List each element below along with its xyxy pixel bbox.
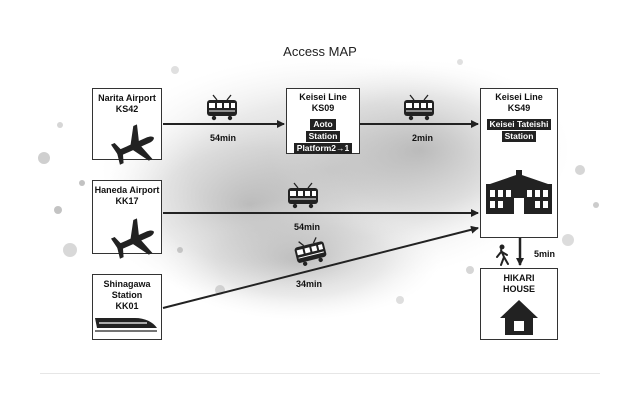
node-name: Haneda Airport xyxy=(94,185,160,195)
arrow-shinagawa-to-tateishi xyxy=(162,225,479,309)
platform-highlight: Platform2→1 xyxy=(293,143,353,154)
time-narita-aoto: 54min xyxy=(210,133,237,143)
node-hikari-house: HIKARI HOUSE xyxy=(480,268,558,340)
destination-name: HOUSE xyxy=(502,284,535,294)
diagram-title: Access MAP xyxy=(283,44,357,59)
destination-name: HIKARI xyxy=(503,273,535,283)
divider xyxy=(40,373,600,374)
node-shinagawa-station: Shinagawa Station KK01 xyxy=(92,274,162,340)
time-haneda-tateishi: 54min xyxy=(294,222,321,232)
node-name: Narita Airport xyxy=(98,93,156,103)
time-aoto-tateishi: 2min xyxy=(412,133,434,143)
node-aoto-station: Keisei Line KS09 Aoto Station Platform2→… xyxy=(286,88,360,154)
node-code: KS49 xyxy=(507,103,531,113)
line-name: Keisei Line xyxy=(299,92,347,102)
node-code: KS09 xyxy=(311,103,335,113)
station-name-highlight: Keisei Tateishi xyxy=(486,119,552,130)
station-name-highlight: Station xyxy=(305,131,341,142)
walking-person-icon xyxy=(496,244,509,266)
line-name: Keisei Line xyxy=(495,92,543,102)
node-keisei-tateishi-station: Keisei Line KS49 Keisei Tateishi Station xyxy=(480,88,558,238)
node-code: KK17 xyxy=(115,196,139,206)
station-name-highlight: Aoto xyxy=(310,119,336,130)
node-haneda-airport: Haneda Airport KK17 xyxy=(92,180,162,254)
node-name: Shinagawa xyxy=(103,279,151,289)
node-code: KK01 xyxy=(115,301,139,311)
node-narita-airport: Narita Airport KS42 xyxy=(92,88,162,160)
node-name: Station xyxy=(111,290,143,300)
time-walk: 5min xyxy=(534,249,556,259)
node-code: KS42 xyxy=(115,104,139,114)
time-shinagawa-tateishi: 34min xyxy=(296,279,323,289)
station-name-highlight: Station xyxy=(501,131,537,142)
